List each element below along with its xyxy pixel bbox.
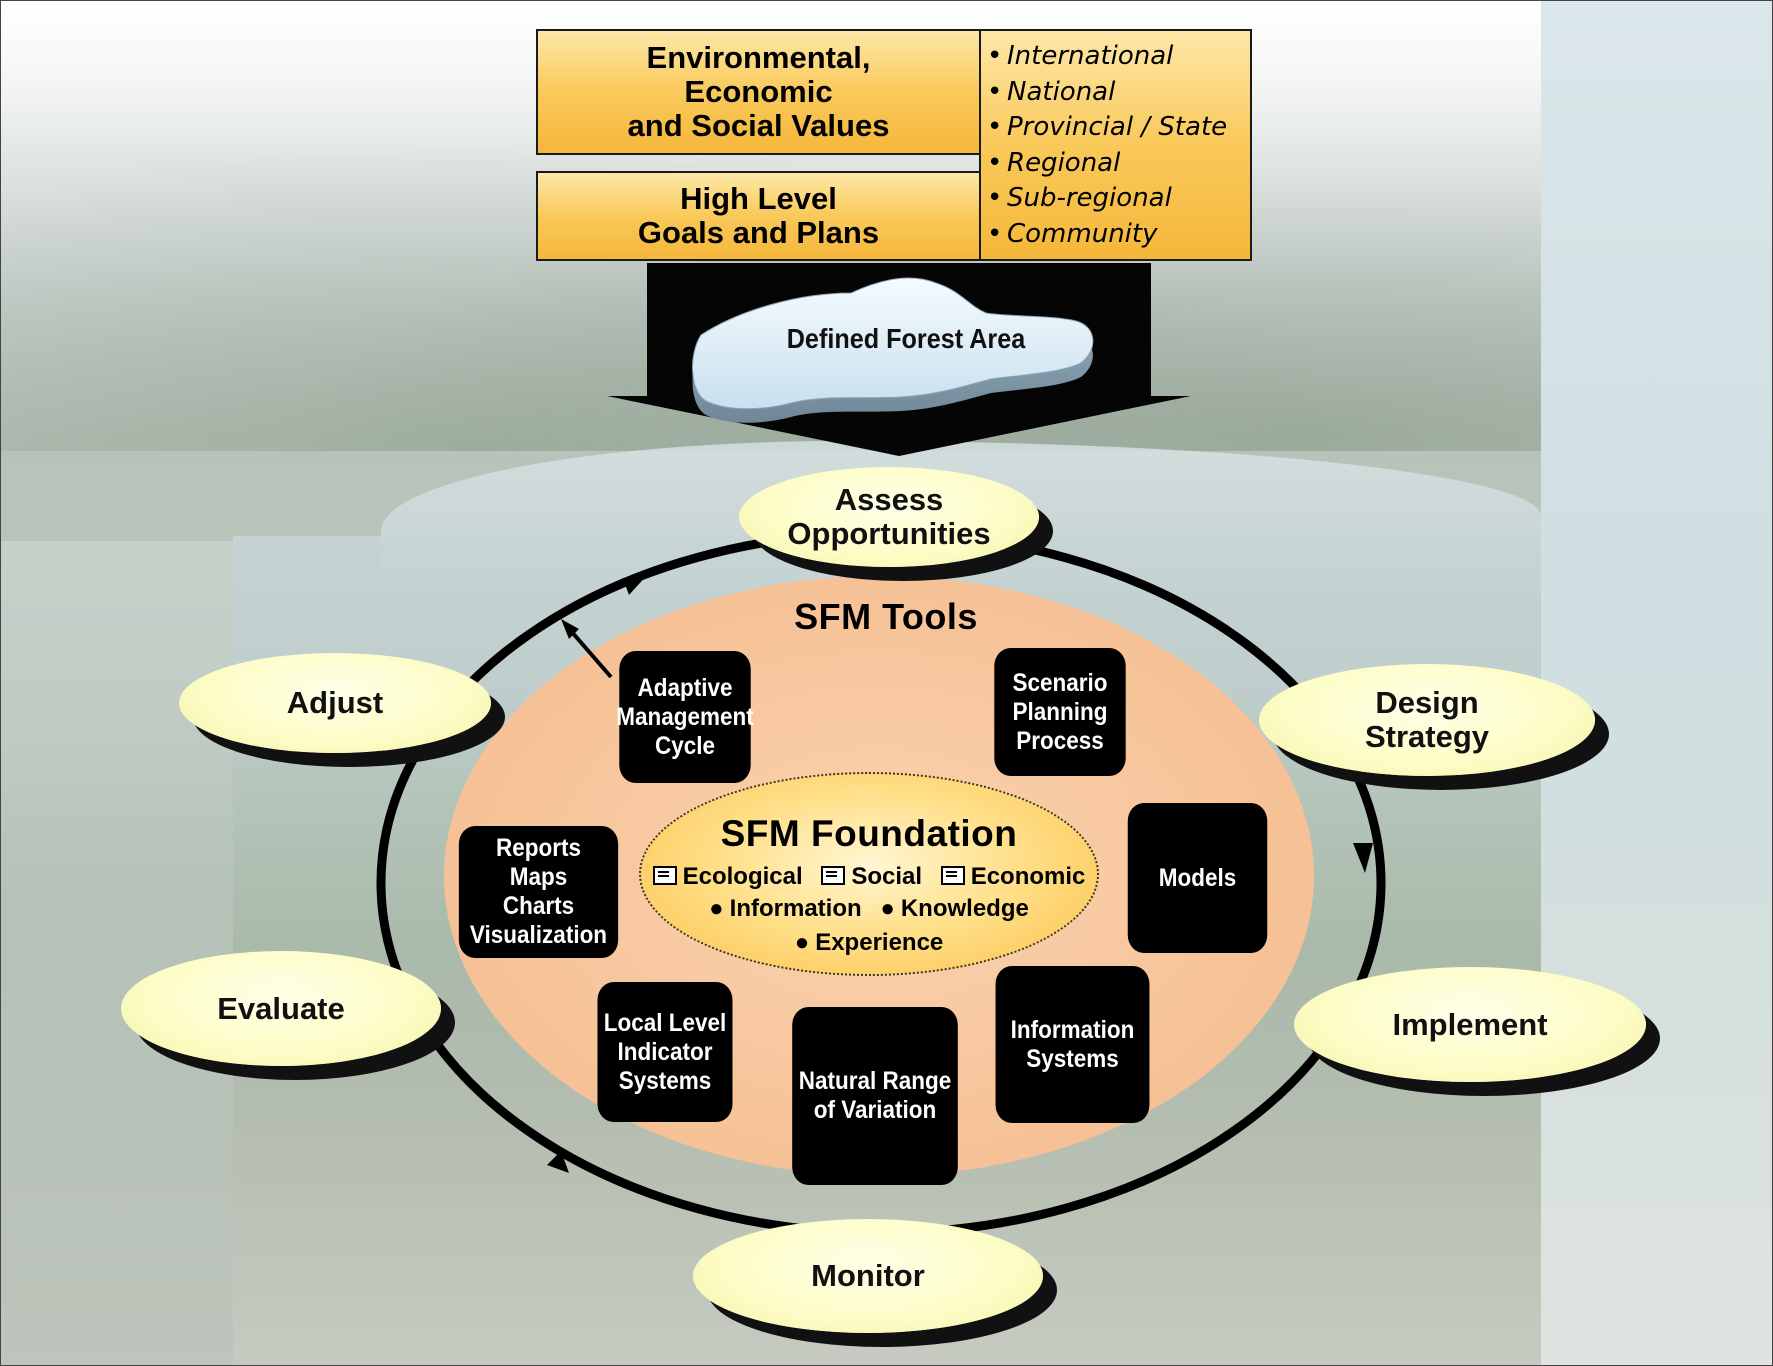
level-item: Sub-regional: [987, 181, 1227, 217]
base-information: ●Information: [709, 892, 862, 926]
foundation-bases: ●Information ●Knowledge ●Experience: [641, 892, 1097, 960]
base-knowledge: ●Knowledge: [880, 892, 1029, 926]
base-experience: ●Experience: [795, 926, 944, 960]
ring-arrowhead-right: [1353, 843, 1373, 873]
step-label: Implement: [1392, 1006, 1548, 1042]
bullet-icon: ●: [709, 895, 724, 922]
tool-label: Models: [1158, 863, 1237, 892]
values-box: Environmental, Economic and Social Value…: [536, 29, 981, 155]
tool-label: Local Level Indicator Systems: [603, 1008, 727, 1095]
background-left-panel: [1, 541, 233, 1365]
foundation-ellipse: SFM Foundation Ecological Social Economi…: [639, 772, 1099, 976]
pillar-social: Social: [821, 862, 922, 892]
step-implement: Implement: [1294, 967, 1646, 1082]
background-right-strip: [1541, 1, 1772, 1365]
foundation-pillars: Ecological Social Economic: [641, 862, 1097, 892]
pillar-label: Social: [851, 863, 923, 890]
base-label: Experience: [815, 929, 944, 956]
tool-label: Reports Maps Charts Visualization: [469, 834, 608, 949]
document-icon: [652, 866, 677, 885]
level-item: Provincial / State: [987, 110, 1227, 146]
tool-natural-range: Natural Range of Variation: [792, 1007, 958, 1185]
tool-label: Natural Range of Variation: [798, 1067, 952, 1124]
tool-reports: Reports Maps Charts Visualization: [458, 826, 619, 958]
level-item: Regional: [987, 146, 1227, 182]
levels-list: International National Provincial / Stat…: [981, 31, 1227, 252]
bullet-icon: ●: [794, 929, 810, 956]
goals-box-text: High Level Goals and Plans: [637, 181, 880, 250]
step-adjust: Adjust: [179, 653, 491, 753]
step-design-strategy: Design Strategy: [1259, 664, 1595, 776]
tool-adaptive-management: Adaptive Management Cycle: [616, 651, 754, 783]
tool-scenario-planning: Scenario Planning Process: [994, 648, 1126, 776]
base-label: Knowledge: [900, 895, 1029, 922]
forest-area-label: Defined Forest Area: [786, 323, 1026, 354]
bullet-icon: ●: [880, 895, 895, 922]
step-label: Evaluate: [217, 990, 345, 1026]
tool-label: Information Systems: [1010, 1015, 1135, 1073]
pillar-ecological: Ecological: [652, 862, 803, 892]
step-evaluate: Evaluate: [121, 951, 441, 1066]
pillar-label: Ecological: [682, 863, 803, 890]
step-label: Adjust: [286, 685, 384, 720]
tool-models: Models: [1127, 803, 1268, 953]
step-monitor: Monitor: [693, 1219, 1043, 1333]
base-label: Information: [729, 895, 862, 922]
level-item: National: [987, 75, 1227, 111]
pillar-label: Economic: [970, 863, 1086, 890]
levels-box: International National Provincial / Stat…: [979, 29, 1252, 261]
tool-label: Scenario Planning Process: [1012, 668, 1108, 755]
level-item: Community: [987, 217, 1227, 253]
pillar-economic: Economic: [940, 862, 1086, 892]
tool-information-systems: Information Systems: [995, 966, 1150, 1123]
document-icon: [940, 866, 965, 885]
goals-box: High Level Goals and Plans: [536, 171, 981, 261]
tool-local-indicators: Local Level Indicator Systems: [597, 982, 733, 1122]
forest-area-shape: [692, 277, 1094, 423]
adaptive-connector: [569, 629, 613, 679]
tool-label: Adaptive Management Cycle: [616, 673, 754, 760]
ring-arrowhead-top-left: [623, 573, 649, 595]
foundation-title: SFM Foundation: [720, 813, 1018, 854]
step-assess-opportunities: Assess Opportunities: [739, 467, 1039, 567]
level-item: International: [987, 39, 1227, 75]
step-label: Assess Opportunities: [787, 482, 991, 551]
tools-title: SFM Tools: [794, 596, 978, 637]
ring-arrowhead-bottom-left: [547, 1151, 569, 1173]
step-label: Design Strategy: [1364, 685, 1490, 754]
document-icon: [821, 866, 846, 885]
step-label: Monitor: [811, 1258, 925, 1293]
values-box-text: Environmental, Economic and Social Value…: [627, 40, 890, 143]
adaptive-connector-arrowhead: [561, 619, 579, 639]
